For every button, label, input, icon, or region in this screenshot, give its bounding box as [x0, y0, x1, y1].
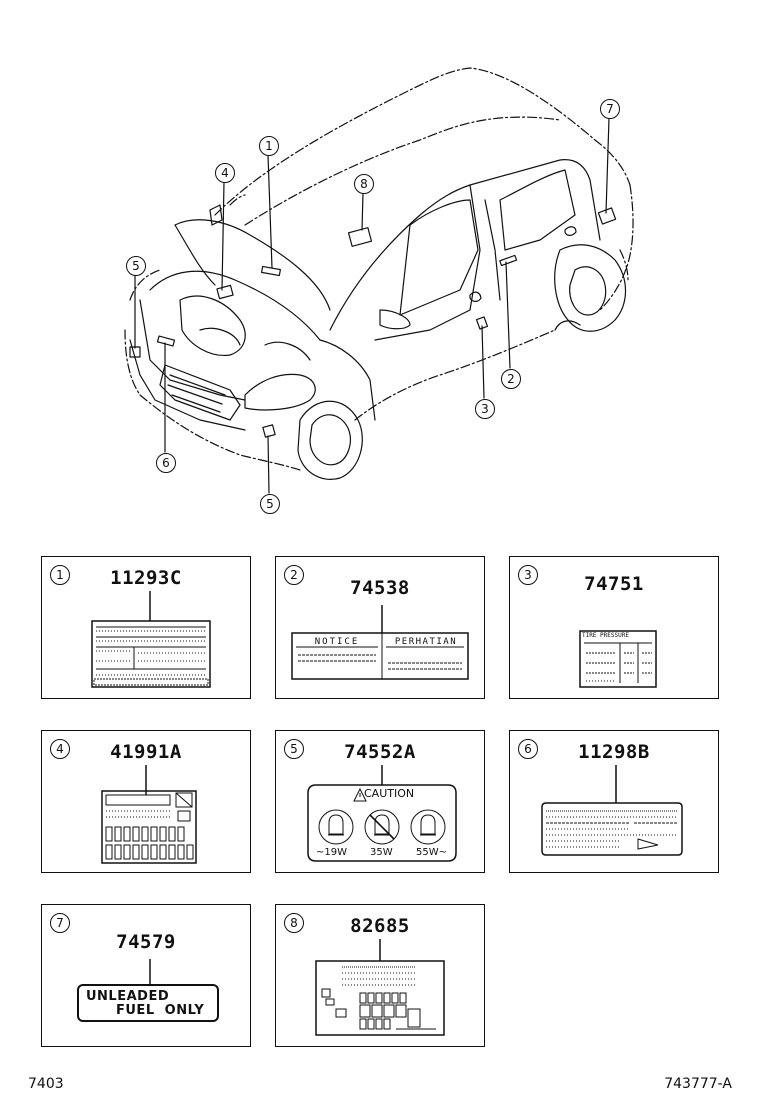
bulb-icon: [410, 809, 446, 845]
tire-pressure-label-drawing: [579, 630, 657, 688]
part-number: 74552A: [344, 741, 416, 763]
panel-number: 7: [50, 913, 70, 933]
car-callout-2: 2: [501, 369, 521, 389]
label-panel-4: 4 41991A: [41, 730, 251, 873]
diagram-id: 743777-A: [664, 1076, 732, 1092]
part-number: 41991A: [110, 741, 182, 763]
bulb-left-watt: ~19W: [316, 847, 347, 858]
unleaded-text-line1: UNLEADED: [86, 989, 170, 1004]
page-code-left: 7403: [28, 1076, 64, 1092]
car-callout-3: 3: [475, 399, 495, 419]
car-callout-5-bumper: 5: [260, 494, 280, 514]
part-number: 11298B: [578, 741, 650, 763]
car-callout-6: 6: [156, 453, 176, 473]
unleaded-text-line2: FUEL ONLY: [116, 1003, 205, 1018]
car-illustration: [124, 67, 634, 494]
caution-text: CAUTION: [364, 787, 415, 800]
perhatian-text: PERHATIAN: [394, 637, 458, 647]
bulb-right-watt: 55W~: [416, 847, 447, 858]
vehicle-info-label-drawing: [91, 591, 211, 688]
part-number: 74751: [584, 573, 644, 595]
panel-number: 2: [284, 565, 304, 585]
car-sticker-marks: [129, 207, 617, 438]
warning-triangle-icon: [353, 787, 367, 802]
bulb-mid-watt: 35W: [370, 847, 393, 858]
notice-text: NOTICE: [314, 637, 360, 647]
car-callout-7: 7: [600, 99, 620, 119]
car-callout-8: 8: [354, 174, 374, 194]
part-number: 11293C: [110, 567, 182, 589]
panel-number: 4: [50, 739, 70, 759]
fuse-label-drawing: [101, 765, 197, 864]
label-panel-2: 2 74538 NOTICE PERHATIAN: [275, 556, 485, 699]
emission-label-drawing: [541, 765, 683, 856]
label-panel-3: 3 74751 TIRE PRESSURE: [509, 556, 719, 699]
car-callout-1: 1: [259, 136, 279, 156]
notice-label-drawing: [291, 605, 469, 680]
panel-number: 8: [284, 913, 304, 933]
fuse-block-label-drawing: [315, 939, 445, 1036]
car-body-details: [129, 159, 627, 480]
car-callout-5-hood: 5: [126, 256, 146, 276]
panel-number: 6: [518, 739, 538, 759]
label-panel-5: 5 74552A CAUTION ~19W 35W 55W~: [275, 730, 485, 873]
label-panel-1: 1 11293C: [41, 556, 251, 699]
panel-number: 5: [284, 739, 304, 759]
fuel-label-drawing: [77, 959, 219, 1022]
car-body-outline: [124, 67, 634, 471]
arrow-icon: [637, 838, 659, 850]
label-panel-7: 7 74579 UNLEADED FUEL ONLY: [41, 904, 251, 1047]
panel-number: 1: [50, 565, 70, 585]
callout-leaders: [134, 117, 610, 494]
bulb-icon: [318, 809, 354, 845]
panel-number: 3: [518, 565, 538, 585]
bulb-caution-label-drawing: [307, 765, 457, 862]
label-panel-6: 6 11298B: [509, 730, 719, 873]
part-number: 74538: [350, 577, 410, 599]
car-callout-4: 4: [215, 163, 235, 183]
bulb-prohibited-icon: [364, 809, 400, 845]
fuse-grid: [105, 826, 194, 860]
part-number: 82685: [350, 915, 410, 937]
label-panel-8: 8 82685: [275, 904, 485, 1047]
part-number: 74579: [116, 931, 176, 953]
fuse-slots: [359, 992, 421, 1030]
tire-pressure-text: TIRE PRESSURE: [582, 632, 629, 639]
